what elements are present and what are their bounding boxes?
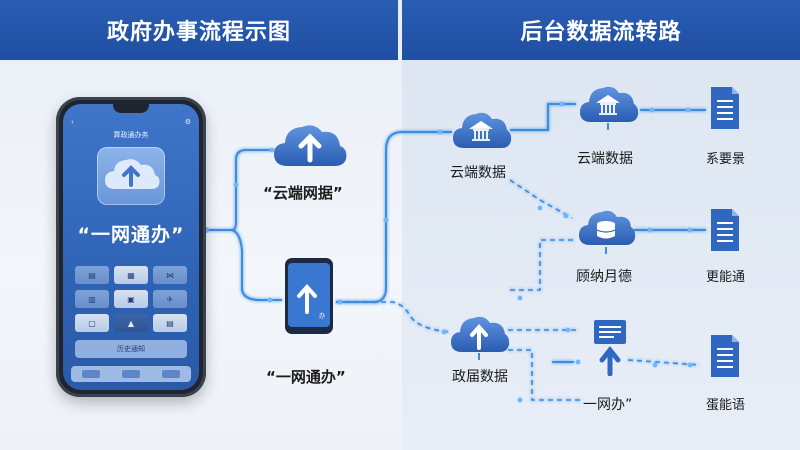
document-icon bbox=[711, 335, 739, 377]
service-tile-grid: ▤ ▦ ⋈ ▥ ▣ ✈ ▢ ▲ ▤ bbox=[75, 266, 187, 332]
left-title: 政府办事流程示图 bbox=[106, 20, 291, 45]
cloud-upload-node-2 bbox=[448, 310, 510, 362]
cloud-upload-icon bbox=[451, 316, 510, 360]
header-right: 后台数据流转路 bbox=[402, 0, 800, 60]
cloud-bottom-label: 政届数据 bbox=[452, 369, 508, 385]
service-tile[interactable]: ▤ bbox=[153, 314, 187, 332]
phone-notch bbox=[113, 104, 149, 113]
header-left: 政府办事流程示图 bbox=[0, 0, 398, 60]
cloud-node-label: “云端网据” bbox=[263, 184, 343, 202]
document-node-1 bbox=[708, 84, 742, 132]
cloud-database-icon bbox=[579, 210, 636, 254]
service-tile[interactable]: ▢ bbox=[75, 314, 109, 332]
service-tile[interactable]: ▤ bbox=[75, 266, 109, 284]
doc3-label: 蛋能语 bbox=[706, 398, 746, 413]
document-upload-node bbox=[590, 318, 630, 377]
phone-screen: ‹ ⚙ 算政通办务 “一网通办” ▤ ▦ ⋈ ▥ ▣ ✈ ▢ ▲ ▤ 历史通知 bbox=[63, 104, 199, 390]
phone-wide-button[interactable]: 历史通知 bbox=[75, 340, 187, 358]
link-phone-to-cloud-top bbox=[336, 131, 452, 303]
service-tile[interactable]: ▦ bbox=[114, 266, 148, 284]
document-icon bbox=[711, 209, 739, 251]
settings-icon[interactable]: ⚙ bbox=[184, 118, 191, 126]
link-bottomcloud-to-mid bbox=[510, 239, 574, 291]
link-arrow-to-doc3 bbox=[627, 359, 701, 366]
phone-app-title: 算政通办务 bbox=[113, 131, 149, 139]
cloud-database-node bbox=[576, 205, 636, 255]
cloud-upload-node bbox=[270, 116, 350, 176]
cloud-bank-node bbox=[450, 106, 512, 156]
link-topcloud-to-mid bbox=[509, 179, 573, 219]
link-bottomcloud-to-bottom bbox=[508, 349, 582, 401]
nav-item[interactable] bbox=[162, 370, 180, 378]
link-phone-to-phone bbox=[206, 229, 282, 301]
service-tile[interactable]: ⋈ bbox=[153, 266, 187, 284]
main-phone: ‹ ⚙ 算政通办务 “一网通办” ▤ ▦ ⋈ ▥ ▣ ✈ ▢ ▲ ▤ 历史通知 bbox=[56, 97, 206, 397]
service-tile[interactable]: ▣ bbox=[114, 290, 148, 308]
phone-cloud-upload-icon[interactable] bbox=[97, 147, 165, 205]
phone-node-label: “一网通办” bbox=[266, 368, 346, 386]
back-icon[interactable]: ‹ bbox=[71, 118, 74, 126]
link-topcloud-to-right-top bbox=[510, 103, 576, 131]
cloud-bank-icon bbox=[580, 86, 639, 130]
mobile-phone-icon: 办 bbox=[285, 258, 333, 334]
doc1-label: 系要景 bbox=[706, 152, 746, 167]
phone-status-bar: ‹ ⚙ bbox=[63, 114, 199, 130]
document-upload-icon bbox=[594, 320, 626, 377]
phone-bottom-nav bbox=[71, 366, 191, 382]
cloud-upload-icon bbox=[274, 125, 347, 166]
right-mid-label: 顾纳月德 bbox=[576, 269, 632, 285]
nav-item[interactable] bbox=[82, 370, 100, 378]
service-tile[interactable]: ✈ bbox=[153, 290, 187, 308]
link-phone-to-cloud-bottom bbox=[336, 301, 453, 333]
right-title: 后台数据流转路 bbox=[520, 20, 682, 45]
document-node-3 bbox=[708, 332, 742, 380]
service-tile[interactable]: ▥ bbox=[75, 290, 109, 308]
cloud-bank-node-2 bbox=[577, 80, 639, 132]
mobile-phone-node: 办 bbox=[283, 256, 335, 336]
cloud-top-label: 云端数据 bbox=[450, 165, 506, 181]
svg-text:办: 办 bbox=[319, 312, 325, 320]
document-icon bbox=[711, 87, 739, 129]
right-top-label: 云端数据 bbox=[577, 151, 633, 167]
nav-item[interactable] bbox=[122, 370, 140, 378]
right-bottom-label: 一网办” bbox=[583, 397, 633, 413]
document-node-2 bbox=[708, 206, 742, 254]
cloud-bank-icon bbox=[453, 112, 512, 148]
doc2-label: 更能通 bbox=[706, 270, 746, 285]
service-tile[interactable]: ▲ bbox=[114, 314, 148, 332]
phone-hero-label: “一网通办” bbox=[77, 224, 185, 246]
